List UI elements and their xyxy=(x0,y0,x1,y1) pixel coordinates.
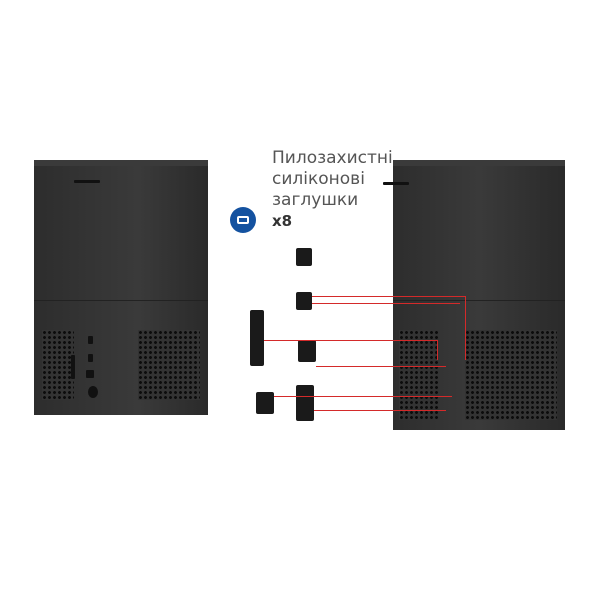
title-line: силіконові xyxy=(272,169,365,189)
vent-slot xyxy=(383,182,409,185)
connector-line xyxy=(437,340,438,360)
vent-slot xyxy=(74,180,100,183)
product-title: Пилозахистні силіконові заглушки xyxy=(272,148,393,211)
connector-line xyxy=(312,296,466,297)
connector-line xyxy=(274,396,452,397)
plug xyxy=(250,310,264,366)
console-top xyxy=(34,160,208,166)
console-left xyxy=(34,160,208,415)
grill-left xyxy=(42,330,74,400)
plug xyxy=(298,340,316,362)
connector-line xyxy=(264,340,438,341)
grill-right xyxy=(138,330,200,400)
plug xyxy=(296,292,312,310)
panel-divider xyxy=(34,300,208,301)
plug-count: x8 xyxy=(272,212,293,230)
connector-line xyxy=(465,296,466,360)
console-right xyxy=(383,160,565,430)
connector-line xyxy=(316,366,446,367)
plug xyxy=(256,392,274,414)
plug xyxy=(296,248,312,266)
port xyxy=(88,354,93,362)
title-line: Пилозахистні xyxy=(272,148,393,168)
panel-divider xyxy=(393,300,565,301)
grill-right xyxy=(465,330,557,420)
ethernet-port xyxy=(86,370,94,378)
console-top xyxy=(393,160,565,166)
title-line: заглушки xyxy=(272,190,359,210)
plug xyxy=(296,385,314,421)
grill-left xyxy=(399,330,439,420)
hdmi-port xyxy=(71,355,75,379)
power-port xyxy=(88,386,98,398)
connector-line xyxy=(314,410,446,411)
port-plug-icon xyxy=(230,207,256,233)
connector-line xyxy=(312,303,460,304)
port xyxy=(88,336,93,344)
